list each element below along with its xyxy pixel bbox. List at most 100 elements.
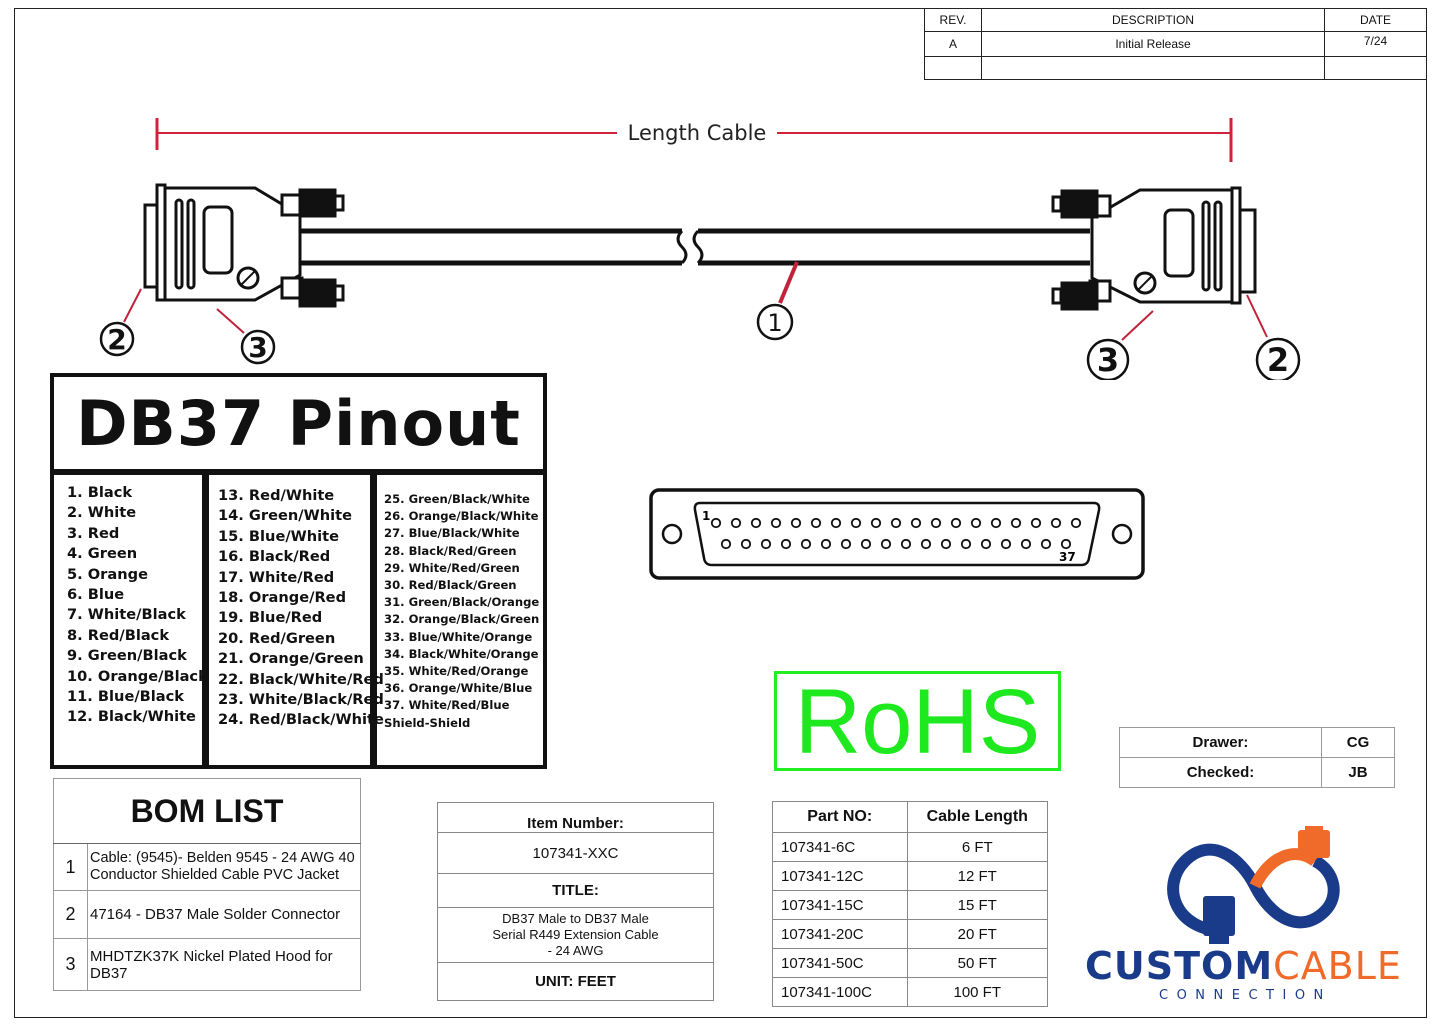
pin-assignment: Shield-Shield <box>384 715 471 730</box>
cable-length-header: Cable Length <box>906 801 1049 833</box>
bom-text: MHDTZK37K Nickel Plated Hood for DB37 <box>87 938 361 991</box>
pin-assignment: 13. Red/White <box>218 487 335 504</box>
pin-assignment: 14. Green/White <box>218 507 352 525</box>
pin-assignment: 6. Blue <box>67 586 125 604</box>
part-number: 107341-12C <box>772 861 908 891</box>
description-header: DESCRIPTION <box>981 8 1325 32</box>
pin <box>1020 538 1032 550</box>
pin-assignment: 11. Blue/Black <box>67 688 185 706</box>
bom-row: 1 Cable: (9545)- Belden 9545 - 24 AWG 40… <box>53 843 361 891</box>
pin <box>780 538 792 550</box>
pin-label-first: 1 <box>702 509 710 523</box>
pin-assignment: 22. Black/White/Red <box>218 670 384 688</box>
bom-list: BOM LIST 1 Cable: (9545)- Belden 9545 - … <box>53 778 361 991</box>
cable-body <box>300 228 1090 266</box>
pin <box>750 517 762 529</box>
callout-circle-3-left <box>240 329 276 365</box>
pin <box>930 517 942 529</box>
pin <box>960 538 972 550</box>
logo-subtitle: CONNECTION <box>1159 988 1332 1003</box>
pin <box>760 538 772 550</box>
pin-assignment: 12. Black/White <box>67 708 196 726</box>
pin <box>950 517 962 529</box>
pin-assignment: 31. Green/Black/Orange <box>384 595 540 610</box>
pin-assignment: 21. Orange/Green <box>218 650 364 668</box>
mounting-hole-left <box>661 523 683 545</box>
callout-2-left: 2 <box>107 323 126 356</box>
pin-assignment: 37. White/Red/Blue <box>384 698 510 713</box>
revision-table: REV. DESCRIPTION DATE A Initial Release … <box>924 8 1427 80</box>
pin-assignment: 26. Orange/Black/White <box>384 509 539 524</box>
callout-3-right: 3 <box>1097 341 1119 379</box>
date-value: 7/24 <box>1324 31 1427 57</box>
length-dimension <box>155 118 1233 162</box>
callout-circle-1 <box>756 303 794 341</box>
empty-cell <box>924 56 982 80</box>
cable-length: 15 FT <box>906 890 1049 920</box>
blue-plug-icon <box>1203 896 1235 944</box>
part-no-header: Part NO: <box>772 801 908 833</box>
pin-assignment: 36. Orange/White/Blue <box>384 681 533 696</box>
checked-label: Checked: <box>1119 757 1322 788</box>
pin <box>880 538 892 550</box>
date-header: DATE <box>1324 8 1427 32</box>
pin-assignment: 10. Orange/Black <box>67 667 208 685</box>
pin-assignment: 27. Blue/Black/White <box>384 526 520 541</box>
pin <box>840 538 852 550</box>
pin <box>800 538 812 550</box>
pin-assignment: 16. Black/Red <box>218 548 331 566</box>
cable-length: 20 FT <box>906 919 1049 949</box>
bom-row: 3 MHDTZK37K Nickel Plated Hood for DB37 <box>53 938 361 991</box>
pin <box>1040 538 1052 550</box>
pin <box>870 517 882 529</box>
callout-3-left: 3 <box>248 331 267 364</box>
orange-plug-icon <box>1298 826 1330 858</box>
db37-connector-face: 1 37 <box>649 488 1145 580</box>
bom-num: 1 <box>53 843 88 891</box>
pin <box>1030 517 1042 529</box>
pin <box>990 517 1002 529</box>
callout-leaders <box>123 261 1268 341</box>
part-number: 107341-100C <box>772 977 908 1007</box>
logo-word-custom: CUSTOM <box>1085 944 1274 988</box>
item-number: 107341-XXC <box>437 832 714 874</box>
callout-2-right: 2 <box>1267 341 1289 379</box>
pin-array <box>710 517 1082 550</box>
pin-assignment: 30. Red/Black/Green <box>384 578 517 593</box>
pin <box>830 517 842 529</box>
item-number-label: Item Number: <box>437 802 714 833</box>
left-connector <box>143 183 345 308</box>
pin <box>730 517 742 529</box>
unit-label: UNIT: FEET <box>437 962 714 1001</box>
pin-assignment: 29. White/Red/Green <box>384 560 520 575</box>
pin-assignment: 20. Red/Green <box>218 629 336 647</box>
pin-assignment: 23. White/Black/Red <box>218 691 384 709</box>
part-number: 107341-6C <box>772 832 908 862</box>
pin-assignment: 24. Red/Black/White <box>218 711 384 729</box>
cable-drawing: Length Cable <box>99 118 1301 380</box>
pin <box>710 517 722 529</box>
pin-assignment: 3. Red <box>67 524 120 542</box>
pin-assignment: 19. Blue/Red <box>218 609 323 627</box>
connector-shell <box>693 501 1101 567</box>
drawer-label: Drawer: <box>1119 727 1322 758</box>
title-label: TITLE: <box>437 873 714 908</box>
pin <box>970 517 982 529</box>
pin-assignment: 33. Blue/White/Orange <box>384 629 533 644</box>
pin <box>900 538 912 550</box>
drawer-value: CG <box>1320 727 1396 758</box>
title-text: DB37 Male to DB37 Male Serial R449 Exten… <box>437 907 714 963</box>
pin <box>1070 517 1082 529</box>
pin-assignment: 17. White/Red <box>218 568 335 586</box>
pin <box>910 517 922 529</box>
pin <box>940 538 952 550</box>
pin <box>1060 538 1072 550</box>
